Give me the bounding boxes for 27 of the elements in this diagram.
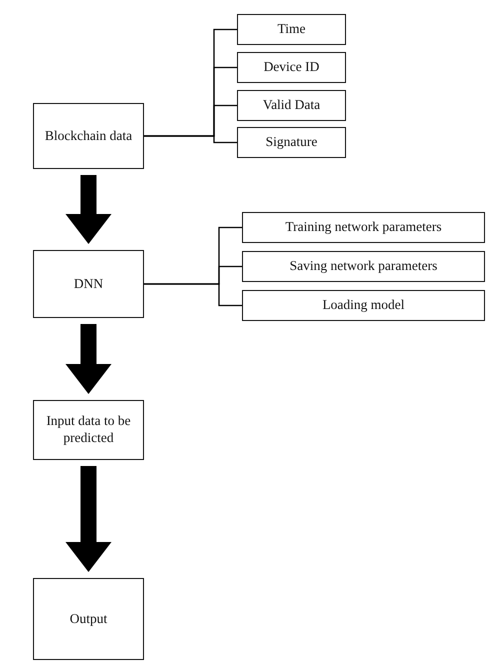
connector-line [144, 283, 242, 306]
block-arrow [66, 324, 112, 394]
block-arrow [66, 466, 112, 572]
process-box [242, 212, 485, 243]
process-box [242, 290, 485, 321]
box-label: Valid Data [262, 97, 320, 114]
box-label: DNN [74, 276, 104, 292]
box-label: Signature [266, 134, 318, 151]
box-label: Device ID [264, 59, 320, 76]
process-box [237, 52, 346, 83]
box-label: Output [70, 610, 108, 628]
block-arrow [66, 175, 112, 244]
process-box [33, 578, 144, 660]
box-label: Saving network parameters [290, 258, 438, 275]
box-label: Input data to be predicted [45, 413, 132, 447]
process-box [237, 127, 346, 158]
process-box [237, 14, 346, 45]
process-box [33, 400, 144, 460]
box-label: Loading model [322, 297, 405, 314]
box-label: Blockchain data [44, 128, 132, 144]
process-box [33, 250, 144, 318]
process-box [33, 103, 144, 169]
process-box [237, 90, 346, 121]
process-box [242, 251, 485, 282]
box-label: Training network parameters [285, 219, 442, 236]
connector-line [144, 135, 237, 144]
box-label: Time [277, 21, 306, 38]
